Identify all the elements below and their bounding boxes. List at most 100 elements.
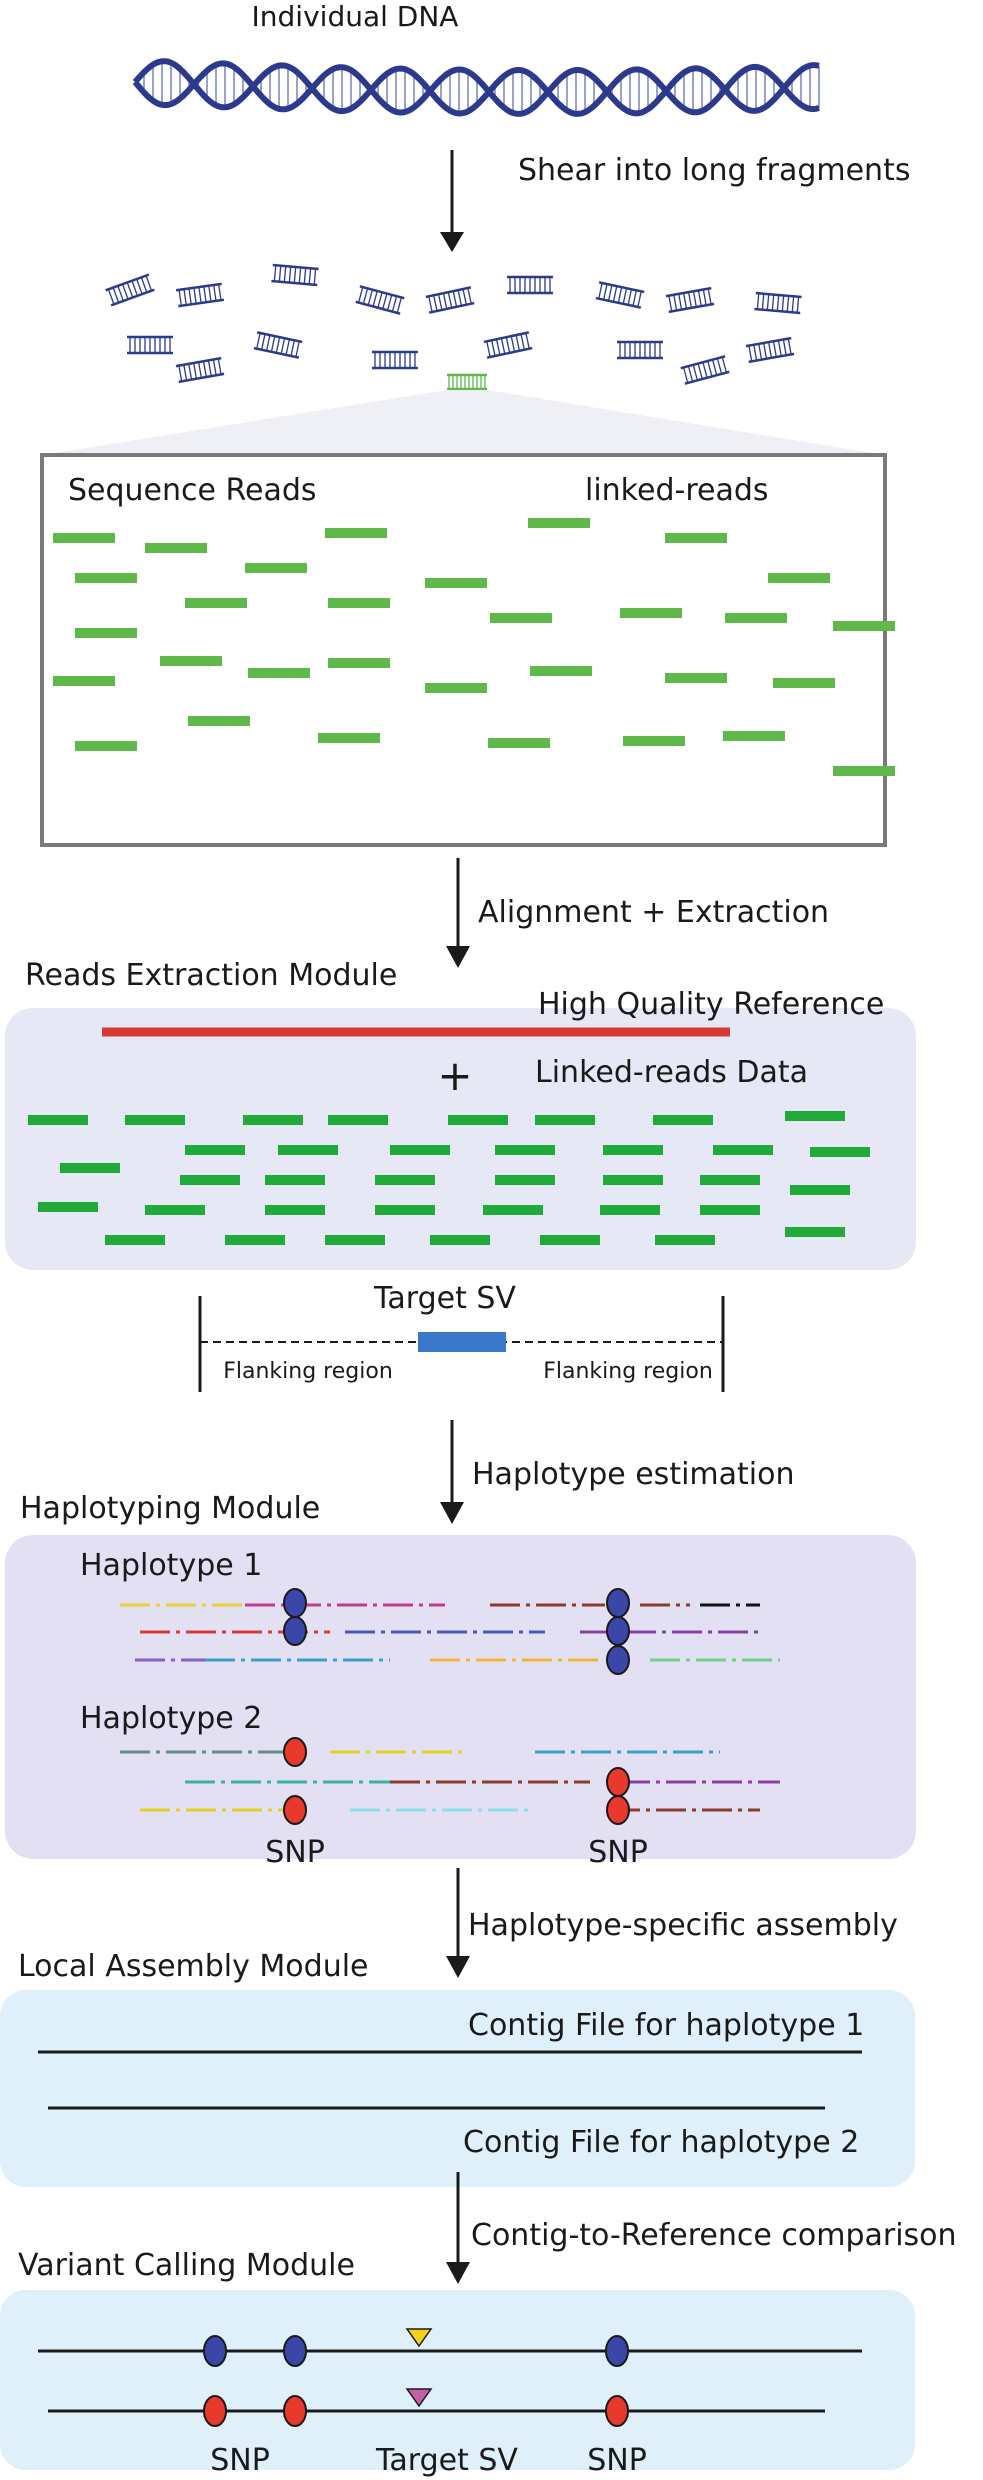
read-dash [773,678,835,688]
fragment-icon [175,282,225,308]
read-dash [38,1202,98,1212]
read-dash [53,676,115,686]
read-dash [540,1235,600,1245]
read-dash [318,733,380,743]
local-assembly-panel [0,1990,915,2187]
read-dash [265,1205,325,1215]
read-dash [180,1175,240,1185]
read-dash [535,1115,595,1125]
arrow-down-icon [440,1420,464,1524]
zoom-wedge [42,390,885,455]
sequence-reads-box [40,453,887,847]
read-dash [488,738,550,748]
snp-marker-icon [606,1616,630,1646]
arrow-down-icon [446,858,470,968]
read-dash [278,1145,338,1155]
vc-target-sv-label: Target SV [375,2443,518,2478]
snp-marker-icon [283,1795,307,1825]
reads-extraction-panel [5,1008,916,1270]
shear-label: Shear into long fragments [518,153,910,188]
variant-calling-panel [0,2290,915,2470]
flanking-region-right: Flanking region [543,1359,713,1384]
snp-marker-icon [606,1645,630,1675]
fragment-icon [355,285,405,315]
snp-label-left: SNP [265,1835,325,1870]
read-dash [653,1115,713,1125]
fragment-icon [175,356,225,384]
fragment-icon [447,373,487,391]
haplotype-2-label: Haplotype 2 [80,1701,262,1736]
read-dash [375,1205,435,1215]
sequence-reads-group [53,518,895,776]
vc-snp-label-1: SNP [210,2443,270,2478]
read-dash [225,1235,285,1245]
read-dash [700,1175,760,1185]
read-dash [60,1163,120,1173]
variant-calling-module-title: Variant Calling Module [18,2248,355,2283]
target-sv-block [418,1332,506,1352]
read-dash [430,1235,490,1245]
read-dash [495,1175,555,1185]
read-dash [53,533,115,543]
sv-triangle-icon [405,2388,433,2408]
read-dash [495,1145,555,1155]
read-dash [665,673,727,683]
fragments-group [105,263,802,391]
read-dash [665,533,727,543]
read-dash [790,1185,850,1195]
read-dash [810,1147,870,1157]
arrow-down-icon [440,150,464,252]
fragment-icon [745,336,795,364]
read-dash [655,1235,715,1245]
fragment-icon [754,291,802,315]
read-dash [248,668,310,678]
read-dash [530,666,592,676]
read-dash [390,1145,450,1155]
fragment-icon [425,286,475,314]
contig-2-label: Contig File for haplotype 2 [463,2125,859,2160]
read-dash [490,613,552,623]
linked-reads-data-group [28,1111,870,1245]
read-dash [243,1115,303,1125]
read-dash [603,1145,663,1155]
read-dash [600,1205,660,1215]
read-dash [75,628,137,638]
read-dash [325,1235,385,1245]
fragment-icon [595,281,645,309]
flanking-region-left: Flanking region [223,1359,393,1384]
read-dash [265,1175,325,1185]
sequence-reads-label: Sequence Reads [68,473,317,508]
hq-reference-label: High Quality Reference [538,987,884,1022]
contig-to-reference-label: Contig-to-Reference comparison [471,2218,957,2253]
snp-marker-icon [606,1767,630,1797]
haplotype-estimation-label: Haplotype estimation [472,1457,795,1492]
vc-snp-label-2: SNP [587,2443,647,2478]
linked-reads-label: linked-reads [585,473,769,508]
contig-1-label: Contig File for haplotype 1 [468,2008,864,2043]
fragment-icon [680,355,730,385]
read-dash [713,1145,773,1155]
read-dash [28,1115,88,1125]
fragment-icon [127,335,173,355]
read-dash [105,1235,165,1245]
individual-dna-label: Individual DNA [252,0,459,33]
read-dash [328,658,390,668]
haplotype-1-label: Haplotype 1 [80,1548,262,1583]
read-dash [160,656,222,666]
read-dash [185,598,247,608]
dna-helix-icon [132,58,820,117]
read-dash [425,683,487,693]
read-dash [328,1115,388,1125]
read-dash [145,1205,205,1215]
read-dash [768,573,830,583]
fragment-icon [665,286,715,314]
fragment-icon [105,273,155,307]
haplotyping-module-title: Haplotyping Module [20,1491,320,1526]
read-dash [75,741,137,751]
read-dash [483,1205,543,1215]
read-dash [325,528,387,538]
read-dash [125,1115,185,1125]
target-sv-schematic [198,1296,725,1392]
read-dash [528,518,590,528]
read-dash [623,736,685,746]
